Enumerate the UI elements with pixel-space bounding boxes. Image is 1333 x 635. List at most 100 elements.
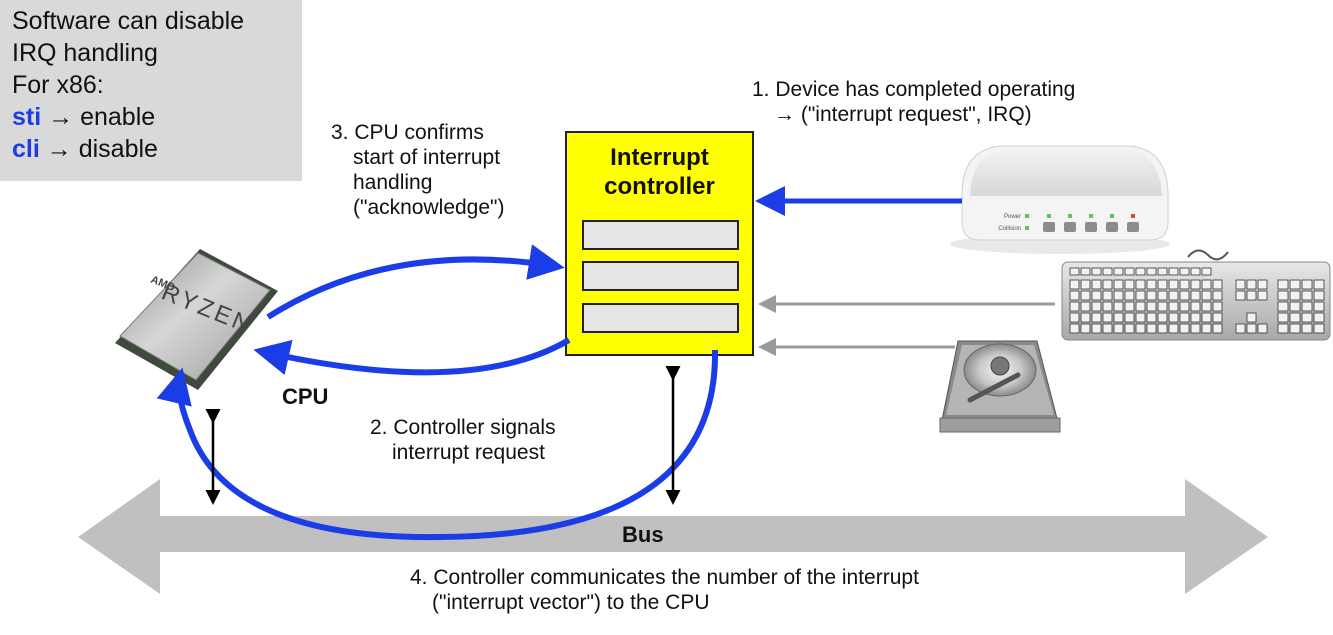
keyboard-key: [1146, 279, 1157, 290]
keyboard-key: [1313, 279, 1325, 290]
keyboard-key: [1135, 267, 1146, 276]
keyboard-key: [1091, 267, 1102, 276]
keyboard-key: [1179, 290, 1190, 301]
keyboard-key: [1157, 290, 1168, 301]
keyboard-key: [1257, 323, 1268, 334]
keyboard-key: [1157, 279, 1168, 290]
keyboard-key: [1124, 290, 1135, 301]
info-line-sti: sti → enable: [12, 102, 155, 132]
keyboard-key: [1277, 312, 1289, 323]
keyboard-key: [1113, 301, 1124, 312]
keyboard-key: [1212, 290, 1223, 301]
info-line-1: Software can disable: [12, 7, 245, 35]
keyboard-key: [1201, 267, 1212, 276]
step2-line-1: 2. Controller signals: [370, 416, 556, 439]
keyboard-key: [1080, 290, 1091, 301]
keyboard-key: [1257, 279, 1268, 290]
keyboard-key: [1113, 323, 1124, 334]
keyboard-key: [1091, 323, 1102, 334]
keyboard-key: [1113, 267, 1124, 276]
keyboard-key: [1069, 279, 1080, 290]
keyboard-key: [1168, 279, 1179, 290]
keyboard-icon: [1061, 249, 1331, 341]
keyboard-key: [1246, 323, 1257, 334]
keyboard-key: [1301, 323, 1313, 334]
step3-line-4: ("acknowledge"): [353, 196, 505, 219]
info-line-3: For x86:: [12, 71, 104, 99]
keyboard-key: [1168, 323, 1179, 334]
keyboard-key: [1091, 301, 1102, 312]
keyboard-key: [1146, 323, 1157, 334]
keyboard-key: [1168, 312, 1179, 323]
keyboard-key: [1080, 279, 1091, 290]
keyboard-key: [1157, 312, 1168, 323]
keyboard-key: [1146, 267, 1157, 276]
arrow-right-icon: →: [46, 135, 72, 163]
keyboard-key: [1289, 301, 1301, 312]
keyboard-key: [1201, 290, 1212, 301]
info-box: Software can disable IRQ handling For x8…: [0, 0, 302, 181]
keyboard-key: [1113, 312, 1124, 323]
keyboard-key: [1135, 290, 1146, 301]
keyboard-key: [1102, 312, 1113, 323]
keyboard-key: [1313, 312, 1325, 323]
keyboard-key: [1235, 279, 1246, 290]
keyboard-key: [1246, 290, 1257, 301]
step4-line-1: 4. Controller communicates the number of…: [410, 566, 919, 589]
keyboard-key: [1212, 323, 1223, 334]
sti-keyword: sti: [12, 103, 42, 131]
step2-label: 2. Controller signals interrupt request: [370, 415, 556, 465]
keyboard-key: [1179, 301, 1190, 312]
keyboard-key: [1102, 290, 1113, 301]
keyboard-key: [1201, 279, 1212, 290]
keyboard-key: [1157, 301, 1168, 312]
sti-action: enable: [80, 103, 156, 131]
keyboard-key: [1124, 312, 1135, 323]
keyboard-key: [1190, 267, 1201, 276]
keyboard-key: [1179, 323, 1190, 334]
keyboard-key: [1301, 301, 1313, 312]
keyboard-key: [1289, 290, 1301, 301]
controller-title-line-2: controller: [604, 173, 715, 200]
info-line-2: IRQ handling: [12, 39, 158, 67]
keyboard-key: [1235, 290, 1246, 301]
keyboard-key: [1102, 323, 1113, 334]
keyboard-key: [1190, 323, 1201, 334]
keyboard-key: [1080, 301, 1091, 312]
keyboard-key: [1313, 323, 1325, 334]
keyboard-key: [1080, 312, 1091, 323]
keyboard-key: [1257, 290, 1268, 301]
keyboard-key: [1179, 279, 1190, 290]
keyboard-key: [1277, 301, 1289, 312]
cpu-chip-icon: AMD RYZEN: [115, 249, 278, 390]
step3-line-2: start of interrupt: [353, 146, 501, 169]
keyboard-key: [1124, 323, 1135, 334]
cpu-label: CPU: [282, 384, 329, 409]
keyboard-key: [1168, 290, 1179, 301]
keyboard-key: [1277, 290, 1289, 301]
keyboard-key: [1168, 301, 1179, 312]
keyboard-key: [1102, 279, 1113, 290]
keyboard-key: [1069, 267, 1080, 276]
keyboard-key: [1102, 267, 1113, 276]
keyboard-key: [1301, 290, 1313, 301]
keyboard-key: [1190, 279, 1201, 290]
step4-line-2: ("interrupt vector") to the CPU: [432, 591, 710, 614]
keyboard-key: [1179, 312, 1190, 323]
keyboard-key: [1212, 279, 1223, 290]
keyboard-key: [1277, 323, 1289, 334]
keyboard-key: [1157, 323, 1168, 334]
cli-action: disable: [78, 135, 158, 163]
keyboard-key: [1135, 301, 1146, 312]
keyboard-key: [1235, 323, 1246, 334]
keyboard-key: [1091, 290, 1102, 301]
keyboard-key: [1190, 290, 1201, 301]
info-line-cli: cli → disable: [12, 134, 158, 164]
keyboard-key: [1135, 323, 1146, 334]
hard-disk-icon: [939, 340, 1061, 433]
bus-arrow: [78, 479, 1268, 594]
keyboard-key: [1201, 301, 1212, 312]
keyboard-key: [1069, 290, 1080, 301]
controller-register: [582, 303, 739, 333]
step1-line-2: → ("interrupt request", IRQ): [774, 103, 1032, 126]
